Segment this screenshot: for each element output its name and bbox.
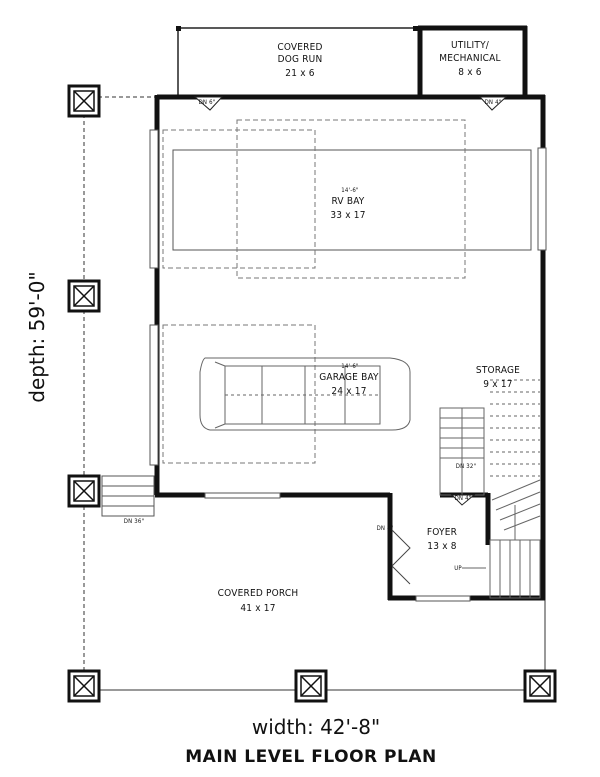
step-markers bbox=[193, 96, 508, 506]
room-label-foyer: FOYER 13 x 8 bbox=[427, 527, 457, 552]
note-up: UP bbox=[454, 565, 462, 572]
dog-run-outline bbox=[177, 27, 420, 97]
note-dn-4-foyer-b: DN 4" bbox=[377, 525, 394, 532]
dog-run-post-left bbox=[176, 26, 181, 31]
svg-text:14'-6": 14'-6" bbox=[341, 363, 358, 370]
dog-run-post-right bbox=[413, 26, 418, 31]
foyer-stairs bbox=[462, 479, 541, 599]
post-mid-left bbox=[67, 279, 101, 313]
room-label-garage-bay: 14'-6" GARAGE BAY 24 x 17 bbox=[319, 363, 379, 397]
post-lower-left bbox=[67, 474, 101, 508]
svg-text:MECHANICAL: MECHANICAL bbox=[439, 53, 500, 64]
svg-text:14'-6": 14'-6" bbox=[341, 187, 358, 194]
plan-title: MAIN LEVEL FLOOR PLAN bbox=[185, 747, 436, 767]
svg-text:FOYER: FOYER bbox=[427, 527, 457, 538]
svg-text:COVERED: COVERED bbox=[277, 42, 322, 53]
svg-text:GARAGE BAY: GARAGE BAY bbox=[319, 372, 379, 383]
svg-text:STORAGE: STORAGE bbox=[476, 365, 520, 376]
note-dn-36: DN 36" bbox=[124, 518, 144, 525]
column-posts bbox=[67, 84, 557, 703]
svg-text:UTILITY/: UTILITY/ bbox=[451, 40, 490, 51]
svg-text:9 x 17: 9 x 17 bbox=[483, 379, 512, 390]
post-bottom-right bbox=[523, 669, 557, 703]
storage-stairs bbox=[439, 379, 540, 496]
svg-text:13 x 8: 13 x 8 bbox=[427, 541, 456, 552]
depth-dimension: depth: 59'-0" bbox=[25, 271, 49, 402]
svg-text:21 x 6: 21 x 6 bbox=[285, 68, 314, 79]
svg-text:41 x 17: 41 x 17 bbox=[240, 603, 275, 614]
svg-text:8 x 6: 8 x 6 bbox=[458, 67, 482, 78]
rv-vehicle-outline bbox=[172, 149, 532, 251]
svg-text:24 x 17: 24 x 17 bbox=[331, 386, 366, 397]
note-dn-6: DN 6" bbox=[199, 99, 216, 106]
note-dn-32: DN 32" bbox=[456, 463, 476, 470]
exterior-walls bbox=[154, 94, 546, 601]
utility-walls bbox=[417, 25, 528, 97]
room-label-storage: STORAGE 9 x 17 bbox=[476, 365, 520, 390]
post-bottom-left bbox=[67, 669, 101, 703]
svg-text:RV BAY: RV BAY bbox=[332, 196, 365, 207]
post-bottom-mid bbox=[294, 669, 328, 703]
room-label-porch: COVERED PORCH 41 x 17 bbox=[218, 588, 299, 614]
car-outline bbox=[199, 357, 411, 431]
foyer-door bbox=[391, 529, 411, 585]
overhead-doors bbox=[162, 119, 466, 464]
svg-text:33 x 17: 33 x 17 bbox=[330, 210, 365, 221]
note-dn-4-right: DN 4" bbox=[485, 99, 502, 106]
width-dimension: width: 42'-8" bbox=[252, 715, 380, 739]
room-label-utility: UTILITY/ MECHANICAL 8 x 6 bbox=[439, 40, 500, 78]
porch-steps bbox=[101, 475, 155, 517]
svg-text:COVERED PORCH: COVERED PORCH bbox=[218, 588, 299, 599]
post-top-left bbox=[67, 84, 101, 118]
room-label-rv-bay: 14'-6" RV BAY 33 x 17 bbox=[330, 187, 365, 221]
svg-text:DOG RUN: DOG RUN bbox=[278, 54, 323, 65]
openings bbox=[149, 129, 547, 602]
note-dn-4-foyer-a: DN 4" bbox=[455, 495, 472, 502]
room-label-dog-run: COVERED DOG RUN 21 x 6 bbox=[277, 42, 322, 79]
